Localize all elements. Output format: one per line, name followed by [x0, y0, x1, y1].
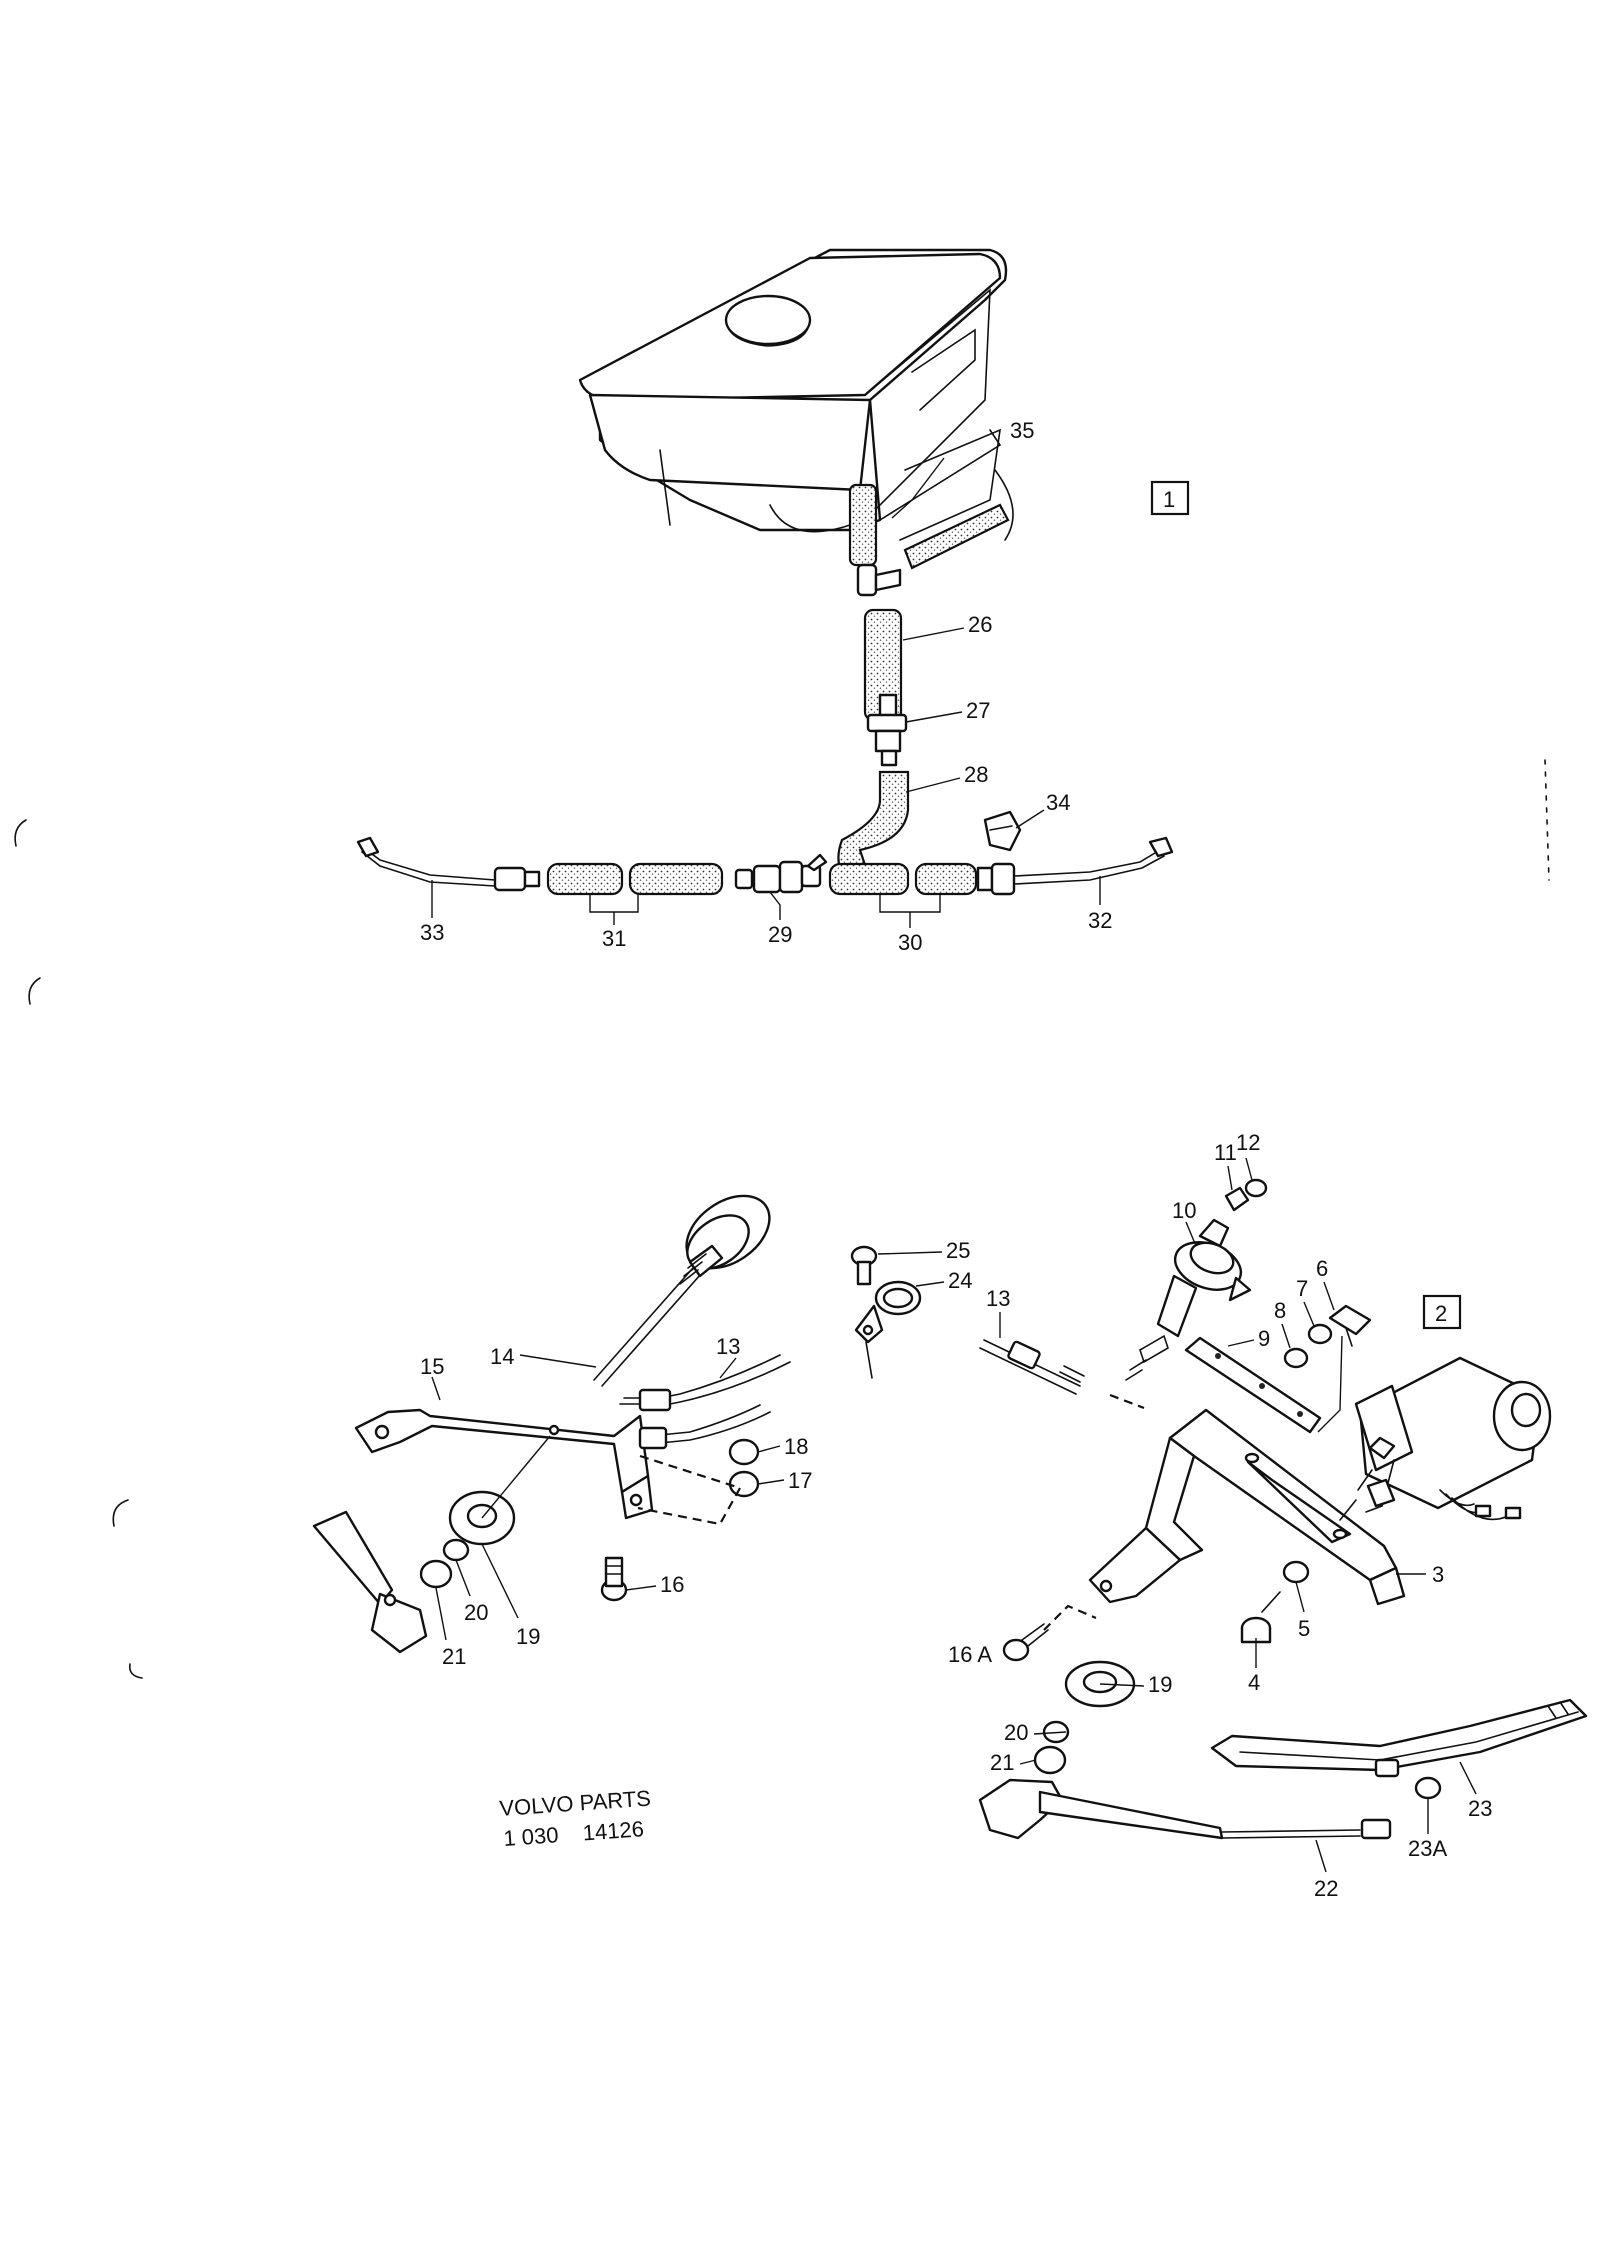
callout-13-left: 13 — [716, 1334, 740, 1359]
part-3-motor-frame — [1144, 1408, 1406, 1606]
washer-reservoir-assembly — [356, 248, 1174, 928]
callout-7: 7 — [1296, 1276, 1308, 1301]
footer-line-1: VOLVO PARTS — [499, 1785, 652, 1821]
callout-3: 3 — [1432, 1562, 1444, 1587]
part-21-nut — [419, 1559, 453, 1589]
callout-6: 6 — [1316, 1256, 1328, 1281]
part-4-bolt — [1240, 1591, 1281, 1644]
callout-20-left: 20 — [464, 1600, 488, 1625]
callout-28: 28 — [964, 762, 988, 787]
callout-13-right: 13 — [986, 1286, 1010, 1311]
callout-24: 24 — [948, 1268, 972, 1293]
group-box-1: 1 — [1150, 480, 1190, 516]
callout-21-left: 21 — [442, 1644, 466, 1669]
callout-5: 5 — [1298, 1616, 1310, 1641]
callout-21-right: 21 — [990, 1750, 1014, 1775]
callout-30: 30 — [898, 930, 922, 955]
parts-reference-code: VOLVO PARTS 1 030 14126 — [499, 1785, 652, 1851]
clamp-assembly — [850, 1245, 945, 1379]
part-34-clip — [983, 810, 1022, 852]
left-wiper-linkage — [312, 1194, 791, 1654]
binder-marks — [14, 759, 1550, 1679]
callout-29: 29 — [768, 922, 792, 947]
part-16A-screw — [1002, 1623, 1049, 1662]
part-12-cap — [1244, 1178, 1268, 1198]
callout-19-right: 19 — [1148, 1672, 1172, 1697]
svg-text:2: 2 — [1435, 1301, 1447, 1326]
washer-distribution-line — [356, 836, 1174, 896]
callout-16: 16 — [660, 1572, 684, 1597]
callout-20-right: 20 — [1004, 1720, 1028, 1745]
part-9-plate — [1184, 1336, 1322, 1434]
callout-14: 14 — [490, 1344, 514, 1369]
part-6-bracket — [1328, 1304, 1372, 1336]
callout-27: 27 — [966, 698, 990, 723]
part-31-hose-left — [546, 862, 624, 896]
part-10-spindle-housing — [1125, 1218, 1252, 1381]
part-17-washer — [728, 1470, 760, 1498]
part-23-wiper-blade — [1210, 1698, 1588, 1778]
part-14-wheel-spindle — [679, 1194, 771, 1285]
callout-8: 8 — [1274, 1298, 1286, 1323]
part-23A-clip — [1414, 1776, 1442, 1800]
callout-10: 10 — [1172, 1198, 1196, 1223]
part-8-nut — [1283, 1347, 1309, 1369]
crank-link — [1088, 1526, 1182, 1604]
callout-34: 34 — [1046, 790, 1070, 815]
callout-23A: 23A — [1408, 1836, 1447, 1861]
part-7-nut — [1307, 1323, 1333, 1345]
part-30-hose-right — [914, 862, 978, 896]
group-box-2: 2 — [1422, 1294, 1462, 1330]
svg-text:1: 1 — [1163, 487, 1175, 512]
callout-32: 32 — [1088, 908, 1112, 933]
callout-31: 31 — [602, 926, 626, 951]
footer-line-2: 1 030 14126 — [503, 1816, 645, 1851]
right-wiper-motor-assembly — [978, 1157, 1588, 1873]
callout-18: 18 — [784, 1434, 808, 1459]
callout-22: 22 — [1314, 1876, 1338, 1901]
callout-15: 15 — [420, 1354, 444, 1379]
part-29-t-piece — [734, 853, 828, 894]
part-25-bolt — [850, 1245, 878, 1286]
part-21-nut-right — [1033, 1745, 1067, 1775]
part-15-bracket — [354, 1408, 650, 1494]
callout-11: 11 — [1214, 1140, 1237, 1165]
part-18-nut — [728, 1438, 760, 1466]
callout-4: 4 — [1248, 1670, 1260, 1695]
callout-9: 9 — [1258, 1326, 1270, 1351]
reservoir-outlet-hose — [848, 483, 878, 567]
callout-26: 26 — [968, 612, 992, 637]
part-11-nut — [1224, 1186, 1250, 1212]
wiper-arm-left — [312, 1510, 428, 1654]
callout-19-left: 19 — [516, 1624, 540, 1649]
part-27-check-valve — [866, 693, 908, 767]
part-22-wiper-arm — [978, 1778, 1392, 1840]
part-24-clamp — [854, 1280, 922, 1344]
overflow-hose — [903, 503, 1010, 570]
callout-35: 35 — [1010, 418, 1034, 443]
part-16-screw — [600, 1556, 628, 1602]
part-20-washer — [442, 1538, 470, 1562]
callout-17: 17 — [788, 1468, 812, 1493]
callout-23: 23 — [1468, 1796, 1492, 1821]
wiper-motor — [1339, 1356, 1552, 1521]
callout-25: 25 — [946, 1238, 970, 1263]
callout-33: 33 — [420, 920, 444, 945]
part-5-washer — [1282, 1560, 1310, 1584]
callout-12: 12 — [1236, 1130, 1260, 1155]
part-31-hose-right — [628, 862, 724, 896]
washer-reservoir-tank — [578, 248, 1008, 541]
callout-16A: 16 A — [948, 1642, 992, 1667]
callout-labels: 35 26 27 28 34 33 31 29 30 32 15 14 13 1… — [420, 418, 1492, 1901]
part-30-hose-left — [828, 862, 910, 896]
